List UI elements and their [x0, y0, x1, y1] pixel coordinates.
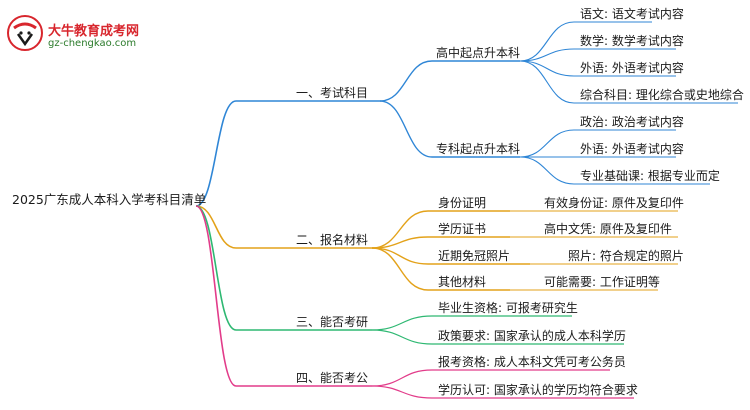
- leaf-label: 政策要求: 国家承认的成人本科学历: [438, 329, 626, 343]
- leaf-label: 学历认可: 国家承认的学历均符合要求: [438, 383, 638, 397]
- leaf-connector: [519, 60, 738, 104]
- leaf-connector: [371, 385, 634, 399]
- leaf-label: 高中文凭: 原件及复印件: [544, 222, 672, 236]
- sub-branch-connector: [379, 100, 520, 158]
- leaf-connector: [519, 156, 710, 185]
- leaf-label: 有效身份证: 原件及复印件: [544, 196, 684, 210]
- sub-branch-connector: [371, 210, 510, 249]
- branch-label: 二、报名材料: [296, 233, 369, 247]
- leaf-label: 外语: 外语考试内容: [580, 61, 684, 75]
- sub-branch-label: 其他材料: [438, 275, 487, 289]
- sub-branch-label: 近期免冠照片: [438, 249, 511, 263]
- leaf-label: 毕业生资格: 可报考研究生: [438, 301, 578, 315]
- leaf-connector: [519, 129, 676, 158]
- leaf-connector: [519, 60, 676, 77]
- branch-connector: [195, 205, 372, 249]
- root-node-label: 2025广东成人本科入学考科目清单: [12, 192, 207, 207]
- leaf-label: 专业基础课: 根据专业而定: [580, 169, 720, 183]
- logo-site-name: 大牛教育成考网: [48, 24, 140, 39]
- sub-branch-connector: [371, 236, 510, 249]
- leaf-connector: [371, 315, 572, 331]
- leaf-connector: [371, 369, 610, 387]
- sub-branch-label: 高中起点升本科: [436, 46, 521, 60]
- leaf-label: 综合科目: 理化综合或史地综合: [580, 88, 744, 102]
- site-logo: 大牛教育成考网 gz-chengkao.com: [6, 14, 166, 54]
- sub-branch-connector: [371, 247, 510, 291]
- branch-connector: [195, 205, 372, 331]
- branch-connector: [195, 100, 380, 207]
- leaf-label: 可能需要: 工作证明等: [544, 275, 660, 289]
- leaf-connector: [371, 329, 624, 345]
- leaf-label: 数学: 数学考试内容: [580, 34, 684, 48]
- bull-logo-icon: [7, 15, 43, 51]
- sub-branch-label: 专科起点升本科: [436, 142, 521, 156]
- leaf-label: 外语: 外语考试内容: [580, 142, 684, 156]
- leaf-connector: [519, 48, 676, 62]
- leaf-label: 语文: 语文考试内容: [580, 7, 684, 21]
- sub-branch-label: 身份证明: [438, 196, 487, 210]
- sub-branch-connector: [371, 247, 530, 265]
- branch-label: 一、考试科目: [296, 86, 369, 100]
- leaf-connector: [519, 21, 652, 62]
- branch-connector: [195, 205, 372, 387]
- leaf-label: 报考资格: 成人本科文凭可考公务员: [438, 355, 626, 369]
- branch-label: 四、能否考公: [296, 371, 369, 385]
- logo-site-url: gz-chengkao.com: [48, 38, 137, 49]
- leaf-label: 照片: 符合规定的照片: [568, 249, 684, 263]
- sub-branch-label: 学历证书: [438, 222, 487, 236]
- branch-label: 三、能否考研: [296, 315, 369, 329]
- leaf-label: 政治: 政治考试内容: [580, 115, 684, 129]
- sub-branch-connector: [379, 60, 520, 102]
